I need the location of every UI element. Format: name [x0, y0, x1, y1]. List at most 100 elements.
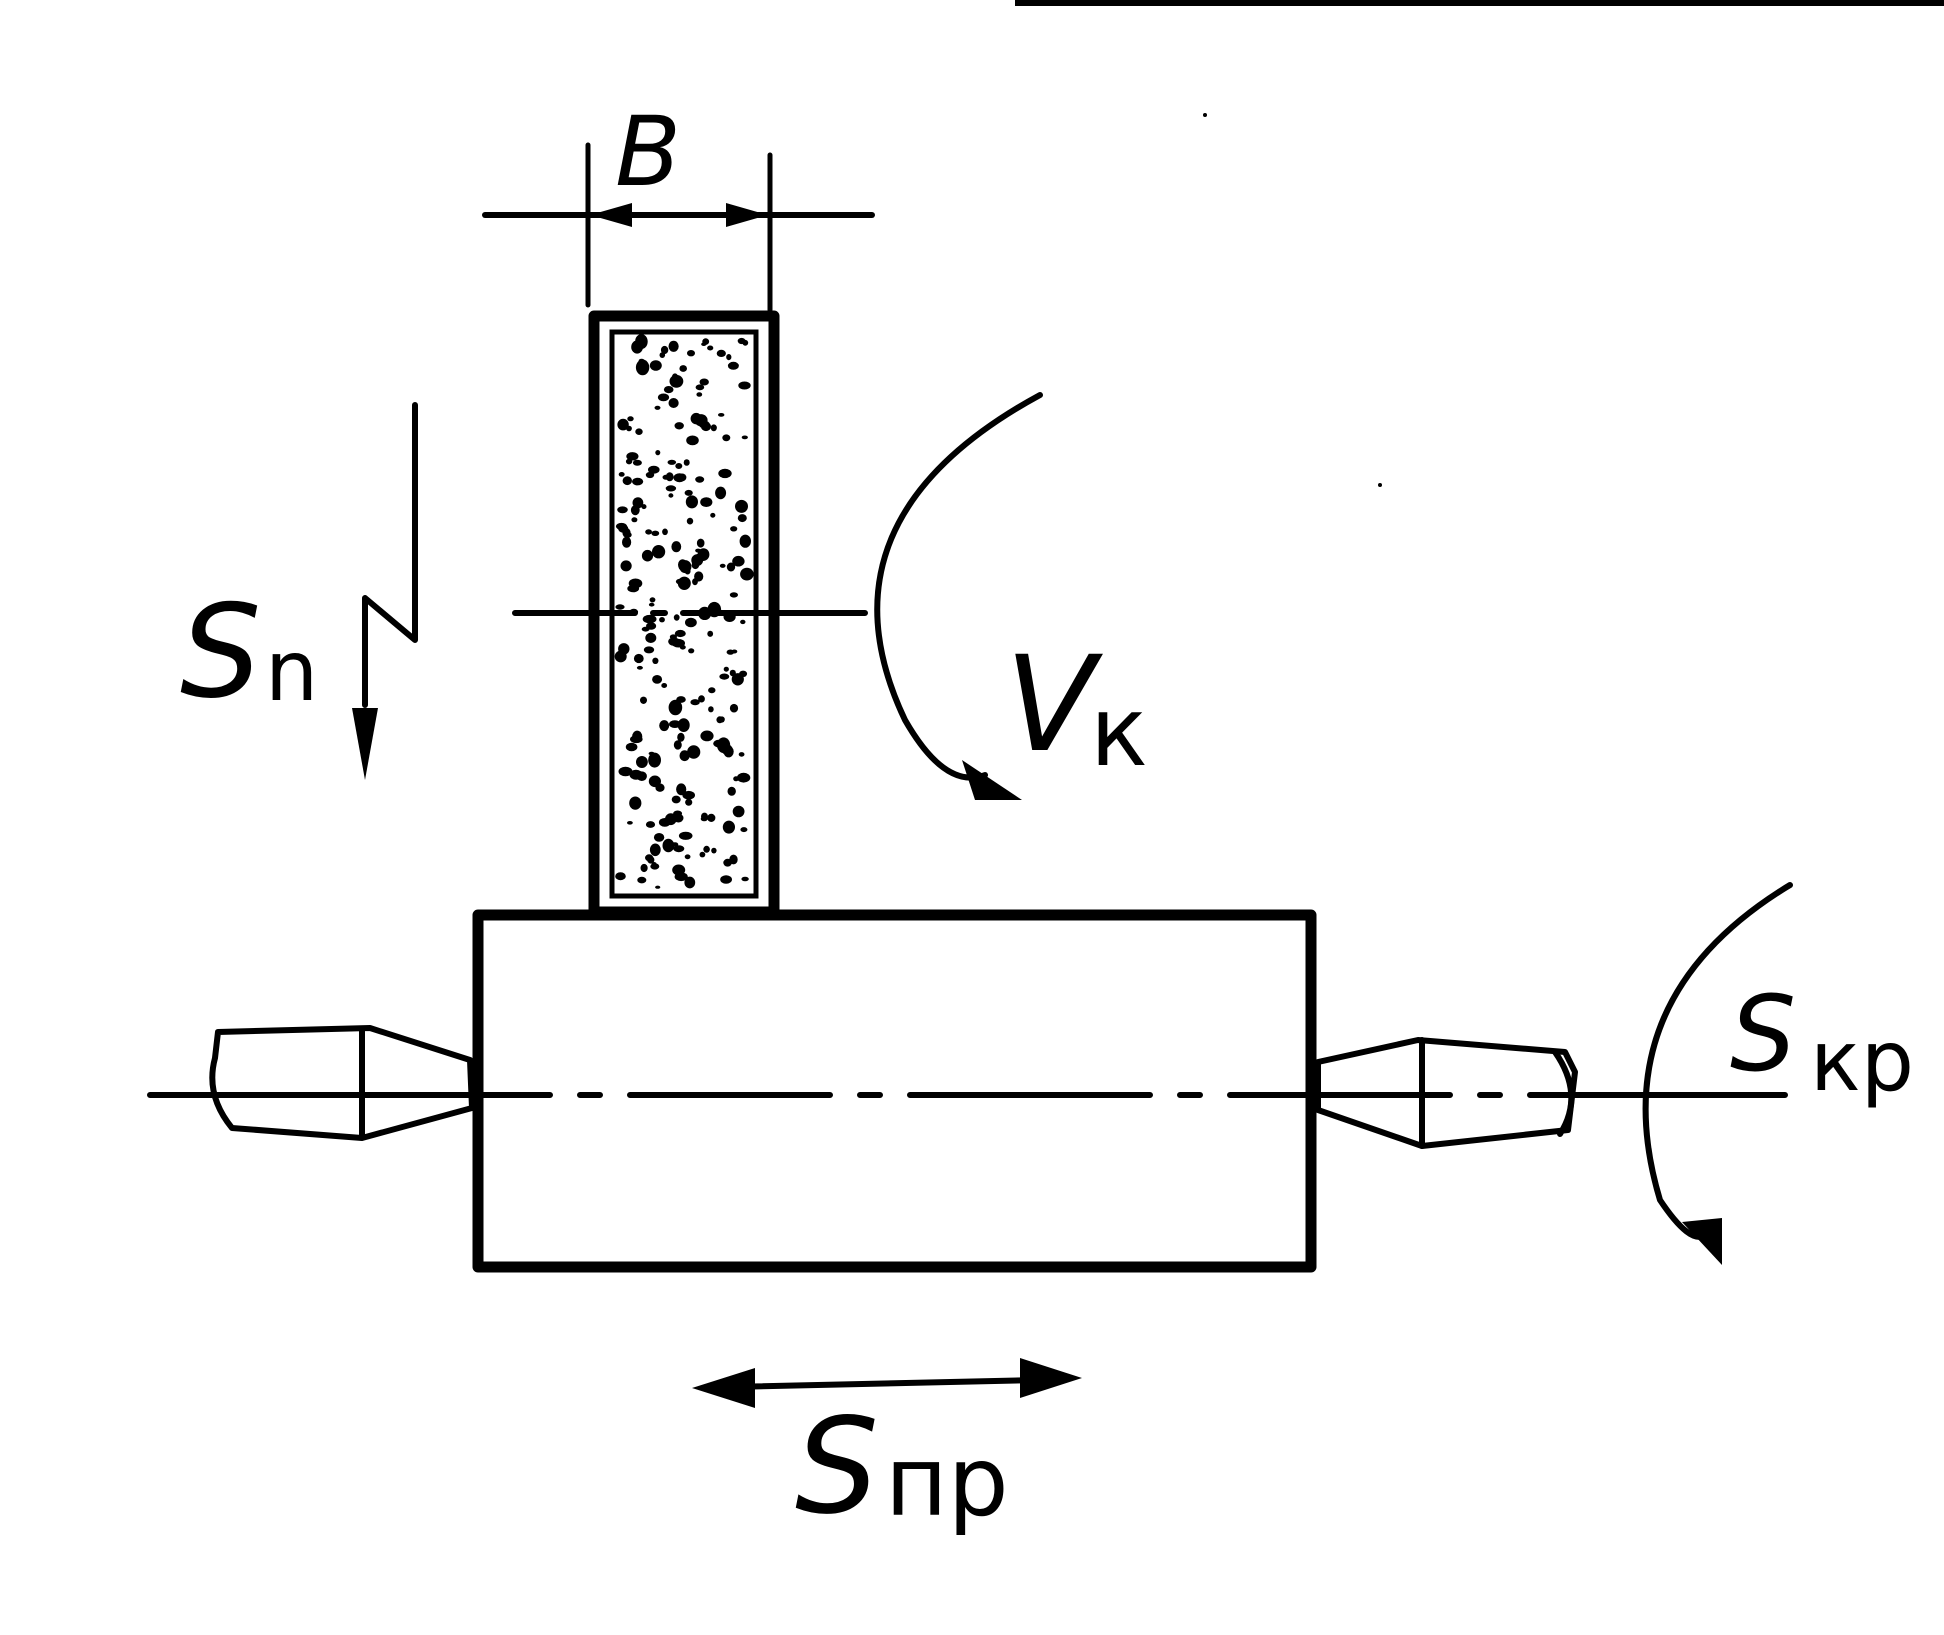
abrasive-grain: [718, 468, 732, 479]
abrasive-grain: [662, 838, 675, 853]
abrasive-grain: [645, 632, 657, 644]
abrasive-grain: [671, 541, 682, 553]
abrasive-grain: [716, 349, 726, 357]
abrasive-grain: [695, 476, 705, 483]
abrasive-grain: [684, 489, 693, 496]
abrasive-grain: [696, 416, 702, 420]
abrasive-grain: [637, 876, 647, 884]
abrasive-grain: [735, 499, 748, 513]
abrasive-grain: [636, 756, 648, 768]
abrasive-grain: [649, 843, 661, 857]
abrasive-grain: [668, 398, 679, 408]
abrasive-grain: [684, 854, 691, 860]
abrasive-grain: [620, 560, 632, 572]
abrasive-grain: [718, 413, 725, 417]
abrasive-grain: [699, 851, 706, 858]
abrasive-grain: [640, 863, 648, 873]
width-dimension: B: [482, 96, 875, 313]
abrasive-grain: [674, 872, 688, 882]
abrasive-grain: [662, 528, 668, 536]
abrasive-grain: [632, 477, 644, 486]
abrasive-grain: [649, 597, 656, 603]
abrasive-grain: [682, 790, 695, 800]
abrasive-grain: [708, 706, 714, 713]
left-center: [209, 1025, 475, 1141]
abrasive-grain: [719, 716, 725, 723]
abrasive-grain: [688, 648, 695, 654]
abrasive-grain: [729, 703, 739, 713]
abrasive-grain: [622, 476, 632, 486]
abrasive-grain: [645, 471, 655, 479]
abrasive-grain: [673, 845, 685, 853]
circular-feed-arrow: S кр: [1642, 882, 1914, 1265]
abrasive-grain: [710, 512, 716, 518]
abrasive-grain: [663, 386, 674, 394]
abrasive-grain: [715, 486, 727, 500]
abrasive-grain: [722, 820, 736, 834]
abrasive-grain: [668, 493, 674, 498]
wheel-speed-label: V: [1005, 628, 1103, 782]
abrasive-grain: [740, 567, 754, 581]
circular-feed-label: S: [1730, 973, 1796, 1095]
abrasive-grain: [673, 810, 683, 817]
abrasive-grain: [726, 562, 736, 572]
abrasive-grain: [665, 485, 677, 492]
abrasive-grain: [675, 578, 685, 585]
abrasive-grain: [719, 563, 726, 568]
abrasive-grain: [729, 669, 736, 677]
abrasive-grain: [723, 666, 729, 672]
abrasive-grain: [700, 730, 714, 742]
abrasive-grain: [717, 737, 731, 753]
abrasive-grain: [696, 538, 705, 548]
abrasive-grain: [645, 854, 654, 862]
abrasive-grain: [707, 630, 714, 637]
abrasive-grain: [696, 392, 703, 397]
abrasive-grain: [669, 720, 681, 728]
abrasive-grain: [648, 775, 662, 788]
abrasive-grain: [741, 876, 749, 882]
abrasive-grain: [686, 517, 694, 525]
abrasive-grain: [683, 459, 690, 466]
abrasive-grain: [702, 338, 710, 345]
abrasive-grain: [720, 875, 732, 884]
abrasive-grain: [636, 771, 647, 781]
abrasive-grain: [615, 872, 626, 881]
abrasive-grain: [685, 798, 693, 806]
abrasive-grain: [642, 614, 657, 624]
abrasive-grain: [676, 783, 687, 796]
abrasive-grain: [655, 885, 661, 889]
longitudinal-feed-arrow: S пр: [692, 1358, 1082, 1544]
abrasive-grain: [615, 522, 628, 530]
abrasive-grain: [694, 571, 704, 582]
abrasive-grain: [729, 592, 739, 598]
abrasive-grain: [707, 813, 716, 823]
abrasive-grain: [627, 416, 634, 422]
speck: [1378, 483, 1382, 487]
abrasive-grain: [690, 699, 700, 706]
abrasive-grain: [645, 529, 652, 535]
abrasive-grain: [730, 526, 738, 532]
abrasive-grain: [719, 673, 730, 680]
abrasive-grain: [617, 506, 628, 514]
abrasive-grain: [703, 845, 710, 853]
abrasive-grain: [741, 435, 748, 440]
abrasive-grain: [673, 473, 686, 483]
abrasive-grain: [726, 649, 735, 655]
abrasive-grain: [614, 650, 627, 663]
abrasive-grain: [648, 465, 660, 474]
abrasive-grain: [684, 876, 696, 889]
abrasive-grain: [632, 497, 644, 509]
abrasive-grain: [667, 459, 677, 465]
abrasive-grain: [671, 795, 681, 804]
abrasive-grain: [723, 858, 732, 867]
abrasive-grain: [636, 665, 643, 670]
abrasive-grain: [740, 827, 748, 833]
abrasive-grain: [661, 683, 668, 688]
abrasive-grain: [631, 340, 643, 354]
abrasive-grain: [655, 450, 661, 456]
abrasive-grain: [674, 638, 680, 644]
speck: [1203, 113, 1207, 117]
abrasive-grain: [653, 833, 665, 842]
plunge-feed-subscript: n: [265, 622, 318, 720]
